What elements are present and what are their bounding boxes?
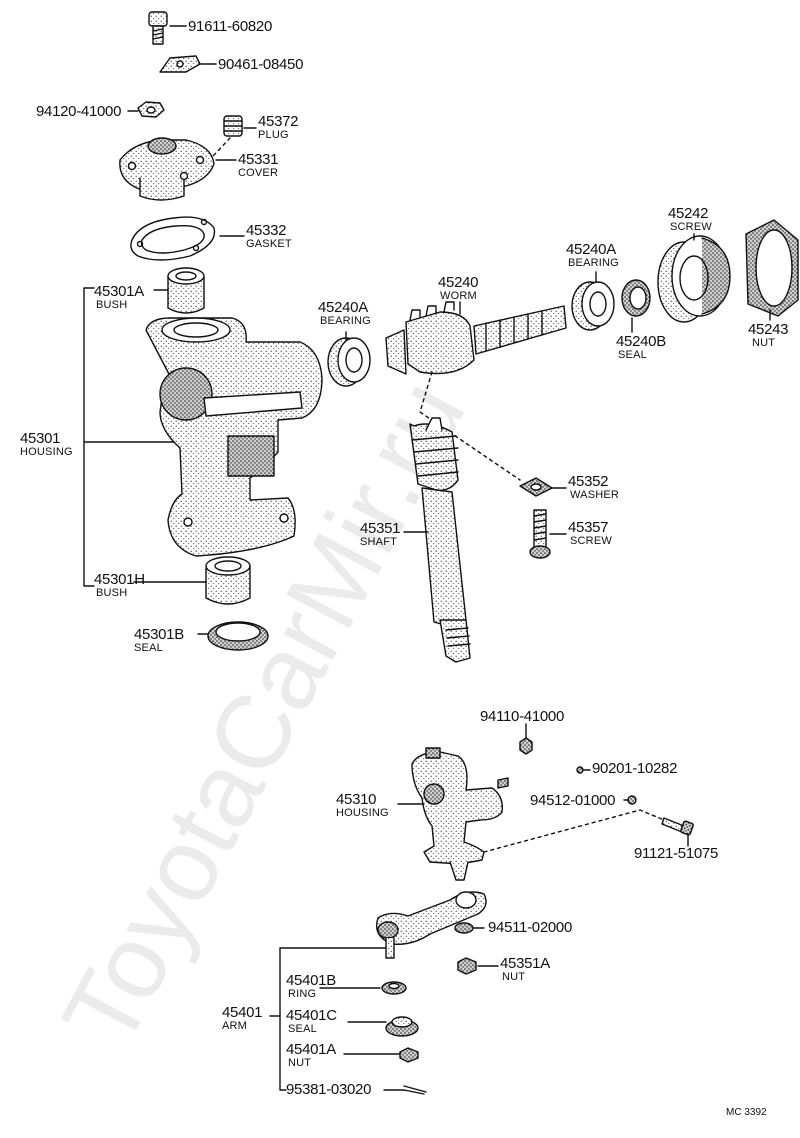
part-number-45332: 45332 [246, 222, 287, 239]
seal-45401c-part [385, 1016, 419, 1037]
part-name-45351a: NUT [502, 971, 526, 983]
screw-45242-part [657, 235, 731, 323]
worm-45240-part [385, 301, 567, 375]
seal-45301b-part [207, 621, 269, 651]
bolt-91121-part [661, 817, 694, 836]
part-name-45401a: NUT [288, 1057, 312, 1069]
bearing-45240a-right-part [571, 281, 615, 331]
nut-94110-part [519, 737, 533, 755]
bracket-45401-group [279, 947, 387, 1091]
part-name-45240b: SEAL [618, 349, 647, 361]
plug-45372-part [223, 115, 243, 137]
part-name-45401c: SEAL [288, 1023, 317, 1035]
part-name-45401: ARM [222, 1020, 248, 1032]
dash-housing-bolt [483, 809, 665, 853]
gasket-45332-part [130, 216, 216, 261]
ring-45401b-part [381, 981, 407, 995]
part-number-90461: 90461-08450 [218, 56, 304, 73]
part-name-45240a-left: BEARING [320, 315, 371, 327]
part-name-45301b: SEAL [134, 642, 163, 654]
part-name-45372: PLUG [258, 129, 289, 141]
part-name-45332: GASKET [246, 238, 292, 250]
part-name-45301a: BUSH [96, 299, 128, 311]
part-number-45301b: 45301B [134, 626, 184, 643]
cotter-pin-95381-part [403, 1085, 427, 1095]
drawing-code: MC 3392 [726, 1107, 767, 1118]
part-number-94110: 94110-41000 [480, 708, 565, 725]
part-number-45310: 45310 [336, 791, 377, 808]
part-number-45351a: 45351A [500, 955, 550, 972]
lock-plate-90461-part [159, 55, 201, 73]
part-number-45401a: 45401A [286, 1041, 336, 1058]
nut-94120-part [137, 101, 165, 118]
cover-45331-part [119, 137, 215, 201]
part-number-94511: 94511-02000 [488, 919, 573, 936]
part-number-91121: 91121-51075 [634, 845, 719, 862]
nut-45401a-part [399, 1047, 419, 1063]
seal-45240b-part [621, 279, 651, 317]
shaft-45351-part [409, 417, 471, 663]
part-number-91611: 91611-60820 [188, 18, 273, 35]
part-number-94120: 94120-41000 [36, 103, 122, 120]
bolt-91611-part [148, 11, 168, 45]
part-number-45401: 45401 [222, 1004, 263, 1021]
part-number-45240: 45240 [438, 274, 479, 291]
washer-90201-part [576, 766, 584, 774]
part-name-45352: WASHER [570, 489, 620, 501]
part-name-45240: WORM [440, 290, 477, 302]
part-name-45242: SCREW [670, 221, 712, 233]
part-name-45301h: BUSH [96, 587, 128, 599]
washer-94512-part [627, 795, 637, 805]
housing-45301-part [145, 317, 323, 557]
part-number-45240b: 45240B [616, 333, 666, 350]
part-number-94512: 94512-01000 [530, 792, 616, 809]
part-number-45401b: 45401B [286, 972, 336, 989]
part-name-45310: HOUSING [336, 807, 389, 819]
part-number-45357: 45357 [568, 519, 609, 536]
part-name-45240a-right: BEARING [568, 257, 619, 269]
nut-45351a-part [457, 957, 477, 975]
part-name-45357: SCREW [570, 535, 612, 547]
bush-45301h-part [205, 556, 251, 605]
part-number-45301: 45301 [20, 430, 61, 447]
part-number-45242: 45242 [668, 205, 709, 222]
part-number-45301a: 45301A [94, 283, 144, 300]
part-number-45240a-right: 45240A [566, 241, 616, 258]
part-number-45243: 45243 [748, 321, 789, 338]
nut-45243-part [745, 219, 799, 317]
part-number-45372: 45372 [258, 113, 299, 130]
bracket-45301-group [83, 287, 95, 587]
bush-45301a-part [167, 267, 205, 314]
arm-45401-part [375, 891, 487, 959]
part-number-45301h: 45301H [94, 571, 145, 588]
part-number-45351: 45351 [360, 520, 401, 537]
part-number-90201: 90201-10282 [592, 760, 678, 777]
part-name-45243: NUT [752, 337, 776, 349]
bearing-45240a-left-part [327, 337, 371, 387]
washer-94511-part [454, 922, 474, 934]
washer-45352-part [519, 477, 553, 497]
part-number-45240a-left: 45240A [318, 299, 368, 316]
dash-worm-washer [419, 371, 521, 481]
part-number-45352: 45352 [568, 473, 609, 490]
part-name-45351: SHAFT [360, 536, 398, 548]
part-name-45401b: RING [288, 988, 317, 1000]
screw-45357-part [529, 509, 551, 559]
part-number-95381: 95381-03020 [286, 1081, 372, 1098]
part-name-45301: HOUSING [20, 446, 73, 458]
part-number-45331: 45331 [238, 151, 279, 168]
part-name-45331: COVER [238, 167, 279, 179]
part-number-45401c: 45401C [286, 1007, 337, 1024]
housing-45310-part [411, 747, 509, 881]
